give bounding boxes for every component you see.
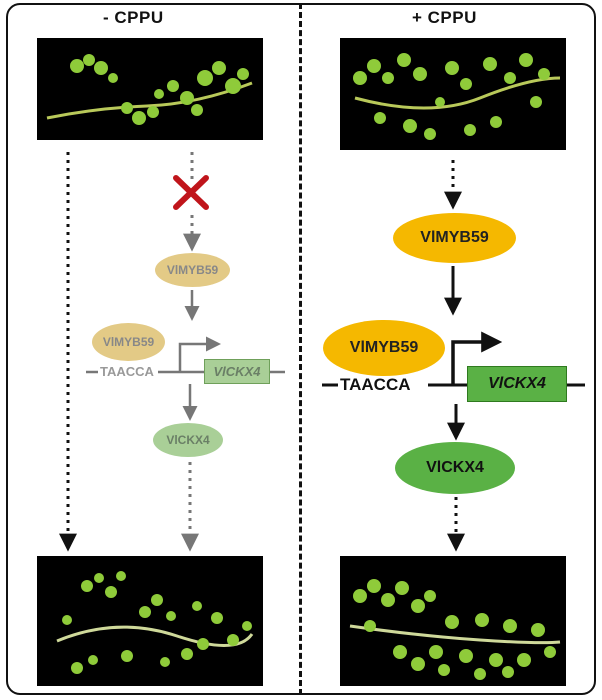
left-bottom-plant-drawing: [56, 571, 254, 674]
left-vlmyb59-protein: VlMYB59: [155, 253, 230, 287]
right-vlmyb59-protein: VlMYB59: [393, 213, 516, 263]
right-top-plant-drawing: [353, 53, 561, 140]
right-vlckx4-gene: VlCKX4: [467, 366, 567, 402]
right-bottom-plant-drawing: [349, 579, 561, 680]
right-vlmyb59-bound: VlMYB59: [323, 320, 445, 376]
left-vlckx4-protein: VlCKX4: [153, 423, 223, 457]
right-bottom-inflorescence-photo: [340, 556, 566, 686]
left-promoter-motif: TAACCA: [100, 364, 154, 379]
left-top-plant-drawing: [46, 54, 253, 125]
right-promoter-motif: TAACCA: [340, 375, 411, 394]
right-top-inflorescence-photo: [340, 38, 566, 150]
left-panel-title: - CPPU: [103, 8, 164, 27]
left-bottom-inflorescence-photo: [37, 556, 263, 686]
panel-divider: [299, 3, 302, 695]
right-panel-title: + CPPU: [412, 8, 477, 27]
left-top-inflorescence-photo: [37, 38, 263, 140]
right-vlckx4-protein: VlCKX4: [395, 442, 515, 494]
left-vlckx4-gene: VlCKX4: [204, 359, 270, 384]
left-vlmyb59-bound: VlMYB59: [92, 323, 165, 361]
